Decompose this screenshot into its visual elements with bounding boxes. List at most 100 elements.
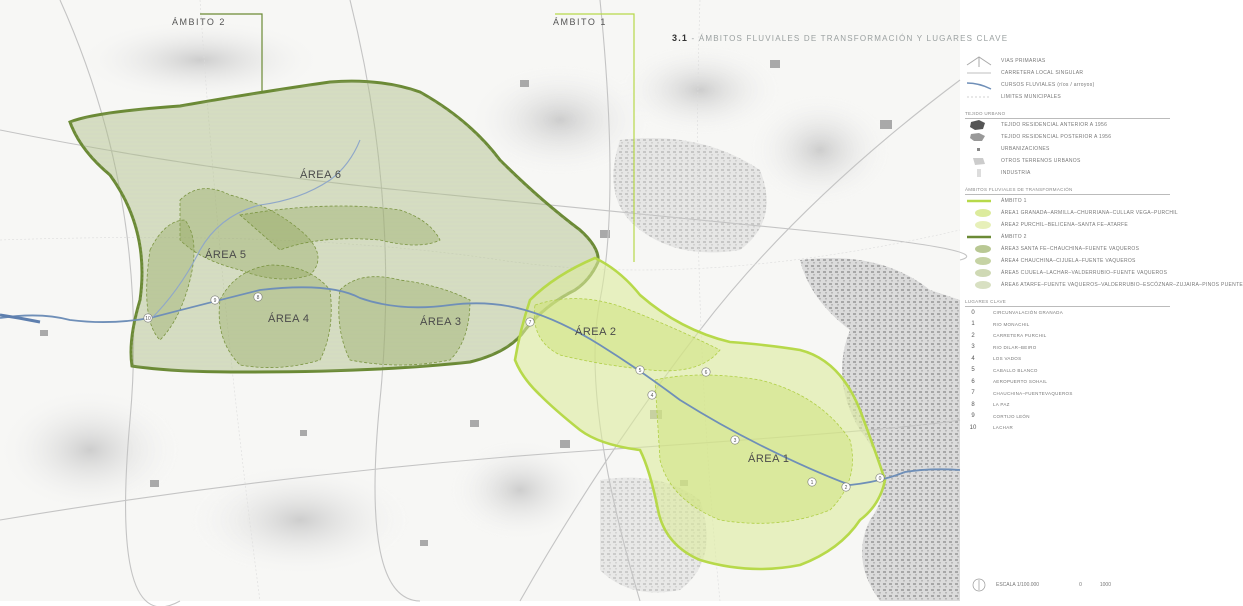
legend-row: ÁREA3 SANTA FE–CHAUCHINA–FUENTE VAQUEROS: [965, 243, 1170, 255]
legend-row: CURSOS FLUVIALES (ríos / arroyos): [965, 79, 1170, 91]
legend-row: ÁREA1 GRANADA–ARMILLA–CHURRIANA–CULLAR V…: [965, 207, 1178, 219]
road-primary-icon: [965, 55, 993, 67]
area-band-1: [654, 374, 853, 524]
place-number: 7: [971, 390, 975, 397]
area-labels: ÁREA 1 ÁREA 2 ÁREA 3 ÁREA 4 ÁREA 5 ÁREA …: [205, 168, 789, 465]
urbanization-icon: [965, 143, 993, 155]
scale-bar: ESCALA 1/100.000 0 1000: [972, 578, 1111, 592]
river-tributary: [149, 139, 361, 321]
place-name: RIO MONACHIL: [993, 321, 1030, 327]
key-place-marker[interactable]: [525, 317, 535, 327]
ambito1-inner-areas: [533, 298, 853, 524]
other-urban-icon: [965, 155, 993, 167]
ambito2-leader-line: [200, 13, 263, 92]
key-place-marker-label: 7: [529, 320, 532, 326]
key-place-marker[interactable]: [143, 313, 153, 323]
area-band-3: [338, 276, 471, 366]
legend-heading-places: LUGARES CLAVE: [965, 299, 1170, 307]
legend-row: ÁREA6 ATARFE–FUENTE VAQUEROS–VALDERRUBIO…: [965, 279, 1243, 291]
place-number: 3: [971, 344, 975, 351]
key-place-marker-label: 8: [257, 295, 260, 301]
legend-row: TEJIDO RESIDENCIAL ANTERIOR A 1956: [965, 119, 1170, 131]
legend-label: URBANIZACIONES: [1001, 146, 1050, 152]
area-label-3: ÁREA 3: [420, 315, 462, 328]
legend-label: OTROS TERRENOS URBANOS: [1001, 158, 1081, 164]
place-name: CORTIJO LEÓN: [993, 413, 1030, 419]
key-place-marker[interactable]: [253, 292, 263, 302]
key-place-marker[interactable]: [875, 473, 885, 483]
ambito2-label: ÁMBITO 2: [172, 17, 226, 27]
place-name: LACHAR: [993, 425, 1014, 431]
legend-row: TEJIDO RESIDENCIAL POSTERIOR A 1956: [965, 131, 1170, 143]
legend-label: TEJIDO RESIDENCIAL ANTERIOR A 1956: [1001, 122, 1108, 128]
legend-heading-urban: TEJIDO URBANO: [965, 111, 1170, 119]
place-number: 2: [971, 332, 975, 339]
place-number: 6: [971, 378, 975, 385]
legend-row: ÁREA4 CHAUCHINA–CIJUELA–FUENTE VAQUEROS: [965, 255, 1170, 267]
local-road-icon: [965, 67, 993, 79]
place-row: 1 RIO MONACHIL: [965, 319, 1170, 331]
key-place-marker[interactable]: [635, 365, 645, 375]
ambito2-area-icon: [965, 243, 993, 255]
legend-label: VIAS PRIMARIAS: [1001, 58, 1046, 64]
place-number: 4: [971, 355, 975, 362]
area-band-north: [239, 205, 441, 251]
legend-row: ÁMBITO 2: [965, 231, 1170, 243]
ambito1-area-icon: [965, 207, 993, 219]
scale-value-start: 0: [1079, 582, 1082, 588]
key-place-marker[interactable]: [807, 477, 817, 487]
place-number: 1: [971, 321, 975, 328]
place-number: 9: [971, 413, 975, 420]
legend-row: ÁREA2 PURCHIL–BELICENA–SANTA FE–ATARFE: [965, 219, 1170, 231]
key-place-marker[interactable]: [701, 367, 711, 377]
legend-label: ÁMBITO 1: [1001, 198, 1027, 204]
area-band-2: [533, 298, 721, 372]
north-urban-area: [613, 138, 767, 253]
ambito2-line-icon: [965, 231, 993, 243]
river-west: [0, 313, 41, 324]
key-place-marker-label: 1: [811, 480, 814, 486]
place-number: 10: [969, 424, 977, 431]
key-place-marker[interactable]: [647, 390, 657, 400]
place-name: LA PAZ: [993, 402, 1010, 408]
key-place-marker[interactable]: [841, 482, 851, 492]
area-band-4: [218, 264, 332, 368]
place-name: LOS VADOS: [993, 356, 1022, 362]
place-row: 4 LOS VADOS: [965, 353, 1170, 365]
ambito1-area-icon: [965, 219, 993, 231]
ambito1-label: ÁMBITO 1: [553, 17, 607, 27]
scale-value-end: 1000: [1099, 582, 1111, 588]
area-label-5: ÁREA 5: [205, 248, 247, 261]
key-place-marker-label: 0: [879, 476, 882, 482]
legend-label: LIMITES MUNICIPALES: [1001, 94, 1062, 100]
place-name: AEROPUERTO SOHAIL: [993, 379, 1048, 385]
ambito2-area-icon: [965, 279, 993, 291]
ambito1-leader-line: [555, 13, 635, 262]
ambito2-inner-areas: [146, 188, 471, 368]
industry-icon: [965, 167, 993, 179]
legend-label: ÁREA2 PURCHIL–BELICENA–SANTA FE–ATARFE: [1001, 222, 1128, 228]
area-label-2: ÁREA 2: [575, 325, 617, 338]
area-label-6: ÁREA 6: [300, 168, 342, 181]
key-place-marker[interactable]: [210, 295, 220, 305]
legend-label: ÁREA5 CIJUELA–LACHAR–VALDERRUBIO–FUENTE …: [1001, 270, 1168, 276]
legend-row: ÁREA5 CIJUELA–LACHAR–VALDERRUBIO–FUENTE …: [965, 267, 1170, 279]
legend-row: ÁMBITO 1: [965, 195, 1170, 207]
legend-label: CARRETERA LOCAL SINGULAR: [1001, 70, 1084, 76]
key-place-marker[interactable]: [730, 435, 740, 445]
map-title-number: 3.1: [672, 33, 689, 43]
map-title-text: - ÁMBITOS FLUVIALES DE TRANSFORMACIÓN Y …: [688, 34, 1009, 43]
place-row: 6 AEROPUERTO SOHAIL: [965, 376, 1170, 388]
key-place-marker-label: 4: [651, 393, 654, 399]
key-place-marker-label: 3: [734, 438, 737, 444]
legend-label: TEJIDO RESIDENCIAL POSTERIOR A 1956: [1001, 134, 1112, 140]
